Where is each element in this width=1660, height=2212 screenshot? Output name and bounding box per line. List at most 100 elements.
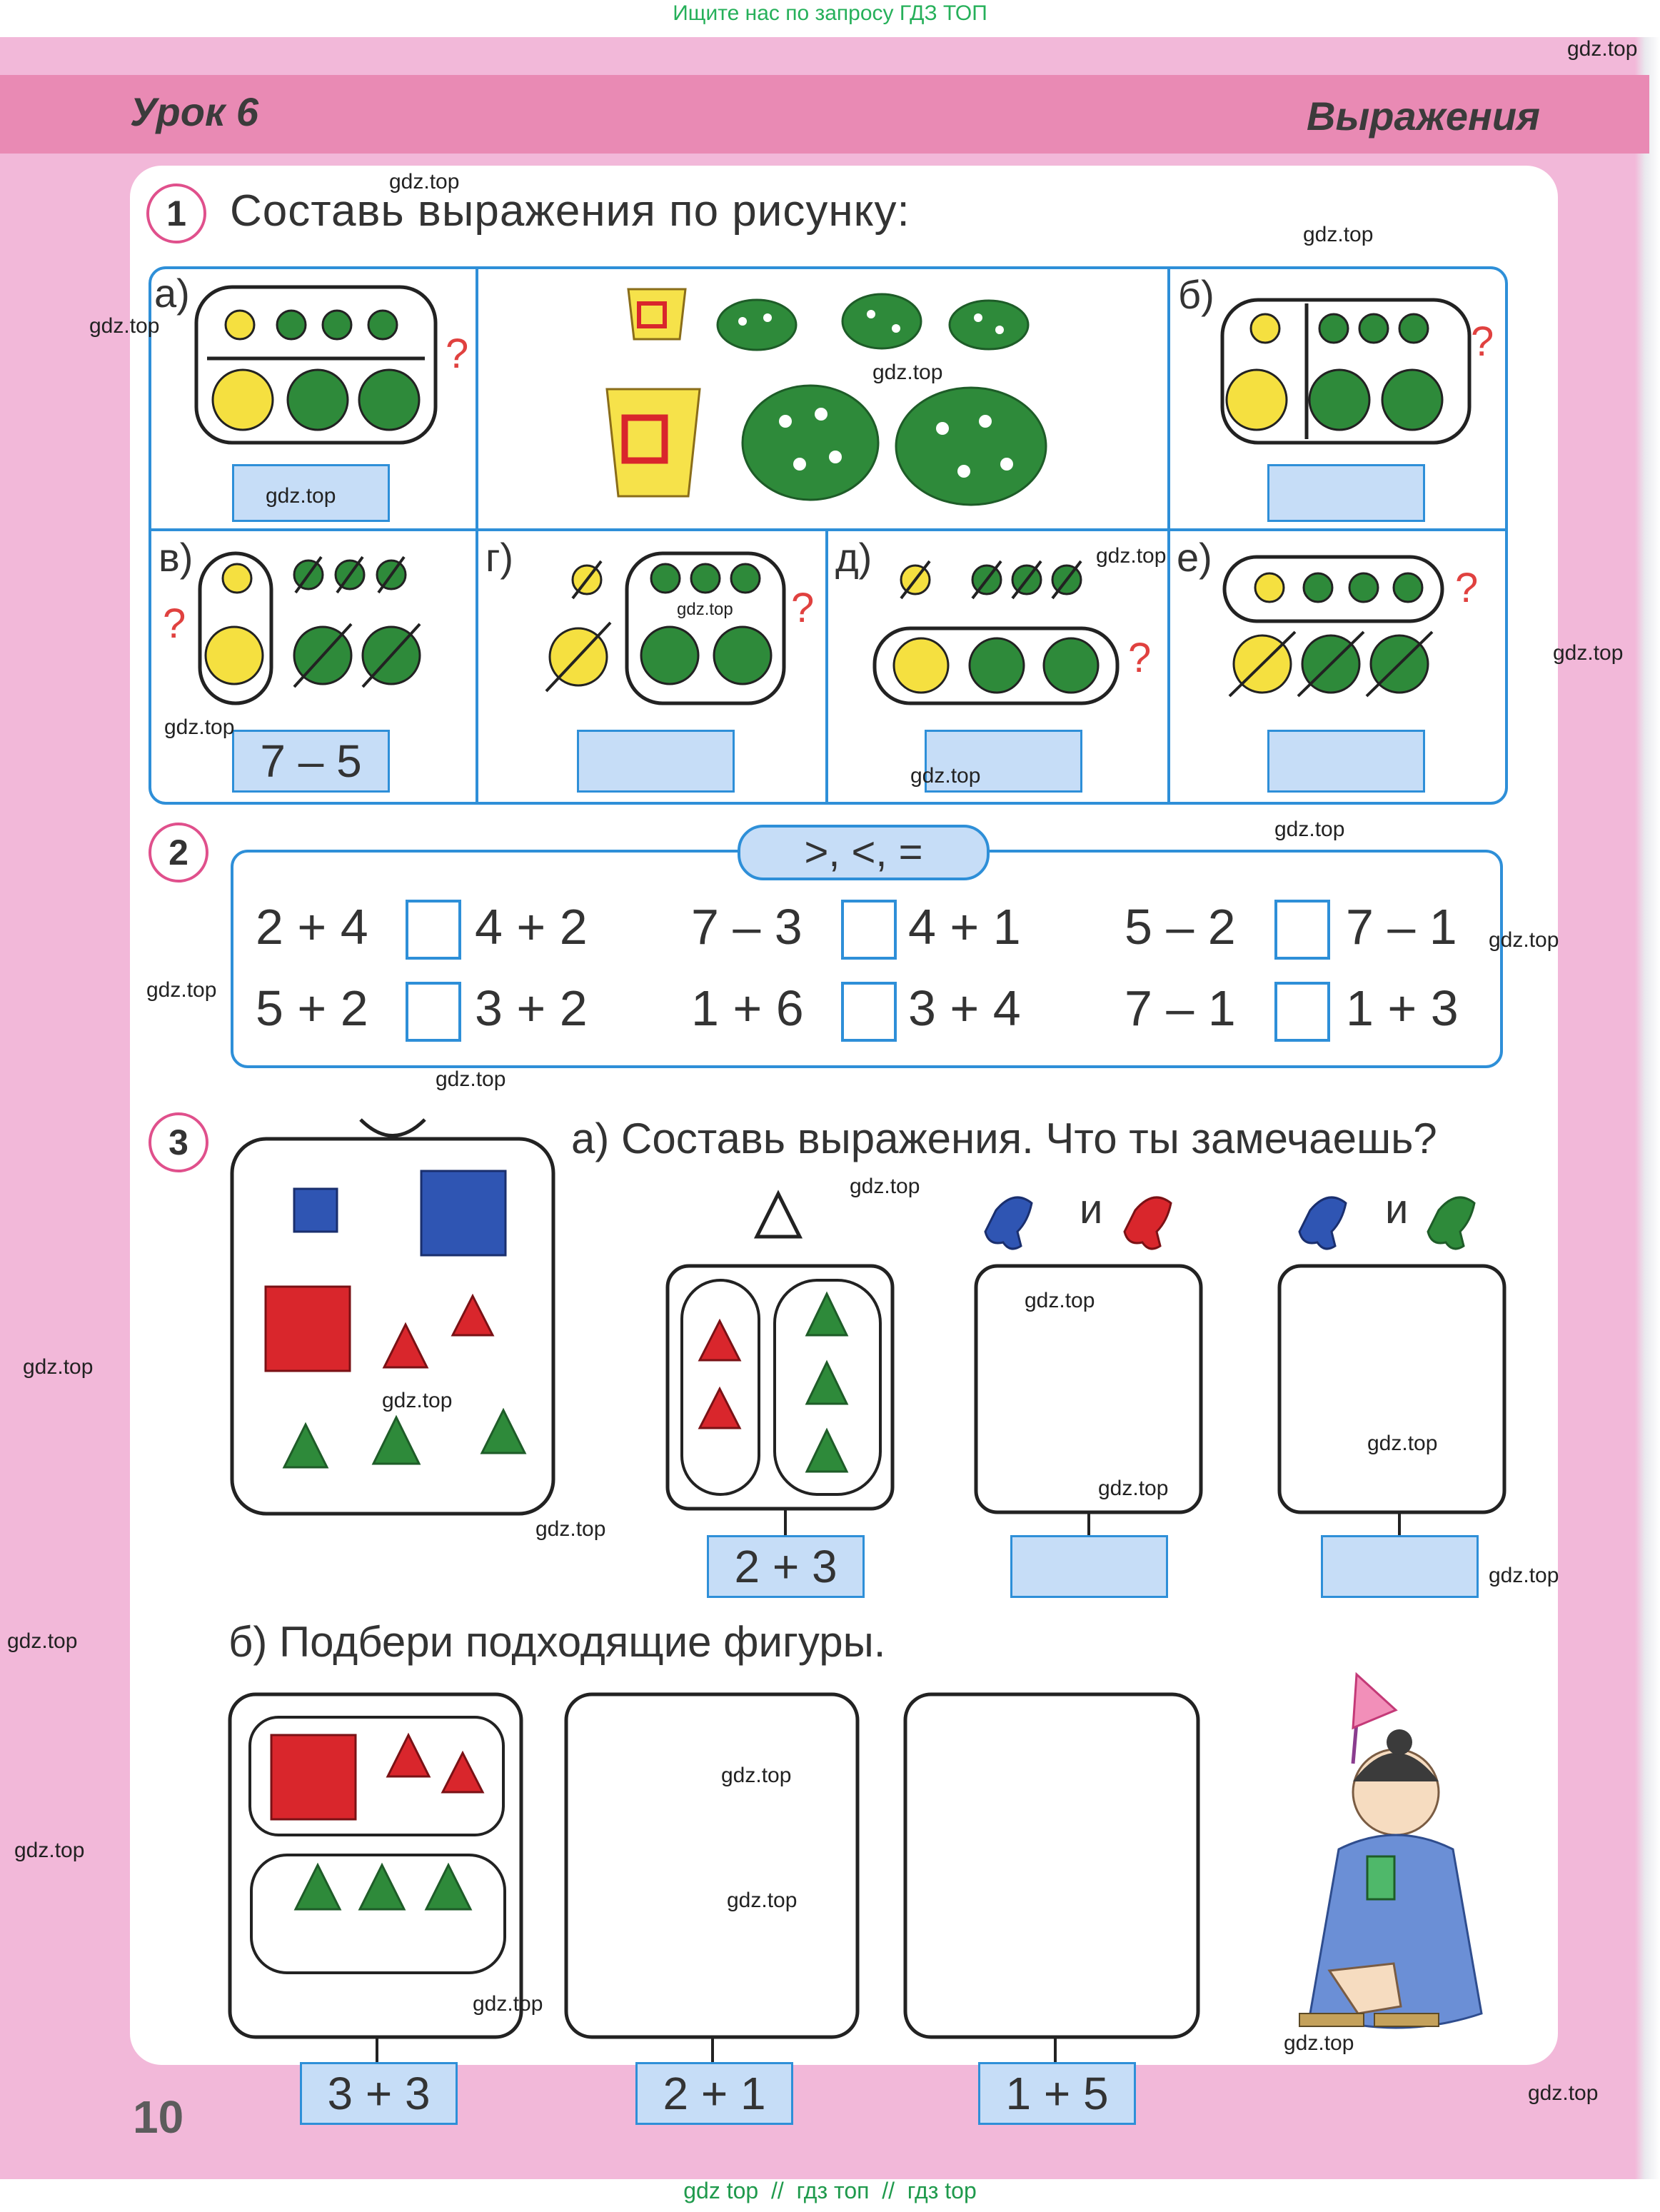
compare-box-r2c2[interactable]: [841, 982, 897, 1042]
search-hint-link[interactable]: Ищите нас по запросу ГДЗ ТОП: [673, 1, 987, 25]
watermark: gdz.top: [1274, 818, 1345, 841]
watermark: gdz.top: [535, 1517, 606, 1541]
question-mark-g: ?: [791, 585, 815, 631]
expr-r1c3-right: 7 – 1: [1346, 899, 1457, 955]
cell-g-dots: [545, 551, 786, 705]
topic-title: Выражения: [1307, 94, 1541, 139]
watermark: gdz.top: [1489, 1564, 1559, 1587]
cell-a-dots: [194, 285, 438, 445]
watermark: gdz.top: [146, 978, 217, 1002]
compare-box-r1c3[interactable]: [1274, 900, 1330, 960]
expr-r2c1-right: 3 + 2: [475, 980, 588, 1036]
watermark: gdz.top: [1096, 544, 1167, 568]
cell-label-a: а): [154, 271, 190, 316]
watermark: gdz.top: [473, 1992, 543, 2016]
and-word-2: и: [1385, 1186, 1409, 1232]
task-3a-box-3: [1277, 1196, 1506, 1537]
watermark: gdz.top: [1303, 223, 1374, 246]
cell-label-v: в): [159, 535, 193, 580]
header-band: [0, 75, 1649, 154]
watermark: gdz.top: [721, 1764, 792, 1787]
compare-box-r2c3[interactable]: [1274, 982, 1330, 1042]
cell-label-g: г): [486, 535, 514, 580]
character-illustration: [1299, 1671, 1483, 2029]
cell-v-dots: [198, 551, 421, 705]
question-mark-b: ?: [1471, 318, 1494, 365]
cell-label-b: б): [1178, 272, 1214, 317]
question-mark-v: ?: [163, 600, 186, 647]
compare-box-r2c1[interactable]: [406, 982, 461, 1042]
cell-b-dots: [1220, 298, 1472, 445]
answer-box-g[interactable]: [577, 730, 735, 793]
watermark: gdz.top: [1489, 928, 1559, 952]
watermark: gdz.top: [14, 1839, 85, 1862]
task-3b-text: б) Подбери подходящие фигуры.: [228, 1618, 886, 1666]
watermark: gdz.top: [1567, 37, 1638, 61]
page-number: 10: [133, 2091, 184, 2143]
cell-e-dots: [1222, 555, 1444, 698]
task-3-main-group: [230, 1118, 555, 1516]
watermark: gdz.top: [910, 764, 981, 788]
task-1-grid: [149, 266, 1508, 805]
task-3a-box-1: [665, 1190, 895, 1537]
answer-box-b[interactable]: [1267, 464, 1425, 522]
watermark: gdz.top: [1528, 2081, 1599, 2105]
bottom-links[interactable]: gdz top // гдз топ // гдз top: [683, 2178, 977, 2203]
expr-r1c1-right: 4 + 2: [475, 899, 588, 955]
task-3a-box-2: [974, 1196, 1203, 1537]
lesson-title: Урок 6: [130, 89, 259, 134]
expr-r1c2-left: 7 – 3: [691, 899, 803, 955]
answer-box-v: 7 – 5: [232, 730, 390, 793]
watermark: gdz.top: [436, 1067, 506, 1091]
watermark: gdz.top: [677, 600, 733, 619]
answer-box-e[interactable]: [1267, 730, 1425, 793]
question-mark-e: ?: [1455, 565, 1479, 611]
watermark: gdz.top: [382, 1389, 453, 1412]
page-edge: [1635, 37, 1660, 2179]
watermark: gdz.top: [727, 1889, 798, 1912]
and-word-1: и: [1080, 1186, 1103, 1232]
watermark: gdz.top: [7, 1629, 78, 1653]
compare-box-r1c1[interactable]: [406, 900, 461, 960]
question-mark-d: ?: [1128, 635, 1152, 681]
watermark: gdz.top: [89, 314, 160, 338]
expr-r2c3-left: 7 – 1: [1125, 980, 1236, 1036]
answer-box-d[interactable]: [925, 730, 1082, 793]
task-3b-box-2: [564, 1692, 860, 2062]
expr-r2c3-right: 1 + 3: [1346, 980, 1459, 1036]
expr-r2c1-left: 5 + 2: [256, 980, 368, 1036]
watermark: gdz.top: [1025, 1289, 1095, 1312]
answer-box-3a-2[interactable]: [1010, 1535, 1168, 1598]
expr-r2c2-right: 3 + 4: [908, 980, 1021, 1036]
cell-label-e: е): [1177, 535, 1212, 580]
watermark: gdz.top: [23, 1355, 94, 1379]
expr-r1c1-left: 2 + 4: [256, 899, 368, 955]
task-3b-box-3: [903, 1692, 1200, 2062]
answer-box-3a-3[interactable]: [1321, 1535, 1479, 1598]
answer-box-3b-2: 2 + 1: [635, 2062, 793, 2125]
watermark: gdz.top: [266, 484, 336, 508]
task-3b-box-1: [228, 1692, 523, 2062]
compare-box-r1c2[interactable]: [841, 900, 897, 960]
comparison-signs-pill: >, <, =: [738, 825, 990, 880]
cups-illustration: [605, 288, 1047, 506]
answer-box-3b-3: 1 + 5: [978, 2062, 1136, 2125]
expr-r2c2-left: 1 + 6: [691, 980, 804, 1036]
question-mark-a: ?: [446, 331, 469, 377]
expr-r1c2-right: 4 + 1: [908, 899, 1021, 955]
watermark: gdz.top: [389, 170, 460, 193]
task-1-text: Составь выражения по рисунку:: [230, 186, 910, 236]
cell-label-d: д): [835, 535, 872, 580]
task-1-number: 1: [146, 184, 206, 243]
watermark: gdz.top: [1553, 641, 1624, 665]
answer-box-3a-1: 2 + 3: [707, 1535, 865, 1598]
answer-box-a[interactable]: [232, 464, 390, 522]
watermark: gdz.top: [872, 361, 943, 384]
watermark: gdz.top: [1284, 2031, 1354, 2055]
watermark: gdz.top: [164, 715, 235, 739]
cell-d-dots: [872, 560, 1120, 705]
watermark: gdz.top: [1098, 1477, 1169, 1500]
expr-r1c3-left: 5 – 2: [1125, 899, 1236, 955]
answer-box-3b-1: 3 + 3: [300, 2062, 458, 2125]
